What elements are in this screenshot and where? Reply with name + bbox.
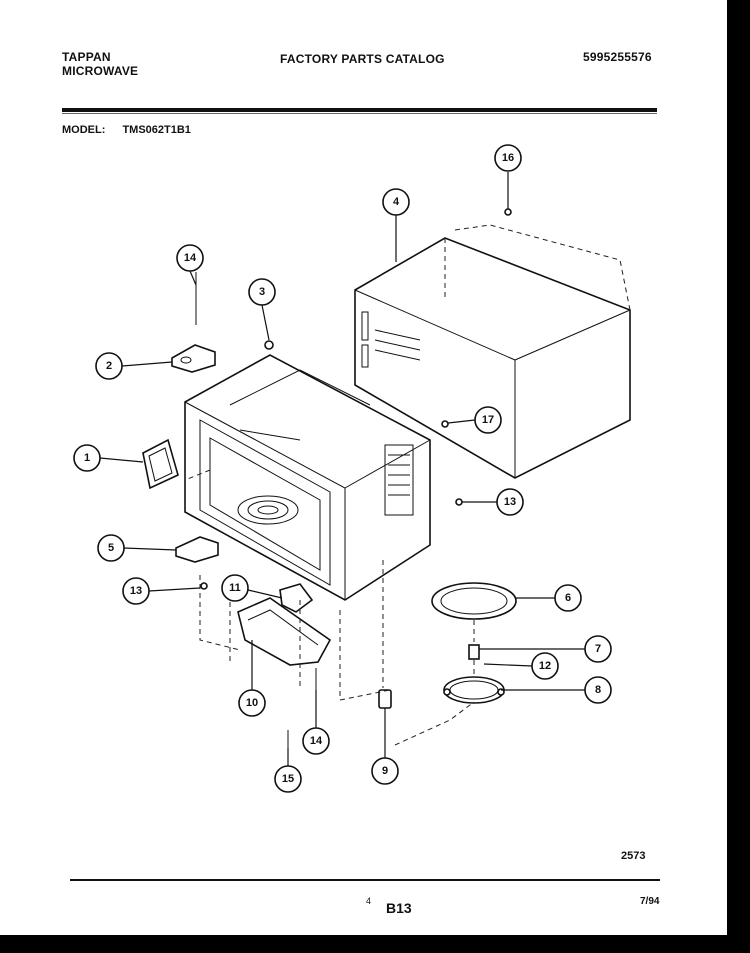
motor-assembly (279, 583, 314, 613)
callout-leaders (99, 172, 585, 766)
page-frame-bottom (0, 935, 750, 953)
callout-5: 5 (97, 534, 125, 562)
callout-13-right: 13 (496, 488, 524, 516)
catalog-title: FACTORY PARTS CATALOG (280, 52, 445, 66)
header-rule-thin (62, 113, 657, 114)
callout-15-label: 15 (282, 773, 294, 785)
callout-10: 10 (238, 689, 266, 717)
callout-8-label: 8 (595, 684, 601, 696)
callout-7: 7 (584, 635, 612, 663)
callout-17: 17 (474, 406, 502, 434)
callout-13-right-label: 13 (504, 496, 516, 508)
callout-16: 16 (494, 144, 522, 172)
callout-6-label: 6 (565, 592, 571, 604)
callout-13-left: 13 (122, 577, 150, 605)
brand-block: TAPPAN MICROWAVE (62, 50, 138, 78)
waveguide-cover (142, 438, 179, 490)
product-type: MICROWAVE (62, 64, 139, 78)
callout-14-bottom-label: 14 (310, 735, 323, 747)
callout-1: 1 (73, 444, 101, 472)
callout-1-label: 1 (84, 452, 90, 464)
callout-7-label: 7 (595, 643, 601, 655)
callout-14-top-label: 14 (184, 252, 197, 264)
callout-8: 8 (584, 676, 612, 704)
model-line: MODEL: TMS062T1B1 (62, 124, 205, 136)
callout-9: 9 (371, 757, 399, 785)
callout-4: 4 (382, 188, 410, 216)
assembly-lines (184, 224, 631, 746)
footer-rule (70, 879, 660, 881)
issue-date: 7/94 (640, 896, 660, 907)
base-tray (237, 597, 332, 666)
illustration-reference: 2573 (621, 850, 646, 862)
callout-2: 2 (95, 352, 123, 380)
screws (195, 208, 512, 748)
roller-ring (443, 676, 505, 704)
callout-3-label: 3 (259, 286, 265, 298)
model-number: TMS062T1B1 (122, 124, 191, 136)
glass-turntable (431, 582, 517, 620)
turntable-motor (378, 689, 392, 709)
callout-10-label: 10 (246, 697, 258, 709)
upper-hinge (171, 344, 216, 373)
catalog-number: 5995255576 (583, 50, 652, 64)
section-code: B13 (386, 900, 412, 916)
brand-name: TAPPAN (62, 50, 111, 64)
callout-14-top: 14 (176, 244, 204, 272)
callout-13-left-label: 13 (130, 585, 142, 597)
model-label: MODEL: (62, 124, 106, 136)
callout-15: 15 (274, 765, 302, 793)
callout-16-label: 16 (502, 152, 514, 164)
coupler (468, 644, 480, 660)
lower-hinge (175, 536, 219, 563)
callout-4-label: 4 (393, 196, 400, 208)
callout-17-label: 17 (482, 414, 494, 426)
callout-14-bottom: 14 (302, 727, 330, 755)
callout-11-label: 11 (229, 582, 241, 594)
page-number: 4 (366, 896, 372, 906)
callout-2-label: 2 (106, 360, 112, 372)
oven-chassis (184, 354, 431, 601)
callout-5-label: 5 (108, 542, 114, 554)
page-frame-right (727, 0, 750, 953)
callout-12: 12 (531, 652, 559, 680)
callout-9-label: 9 (382, 765, 388, 777)
callout-11: 11 (221, 574, 249, 602)
header-rule (62, 108, 657, 112)
callout-3: 3 (248, 278, 276, 306)
callout-6: 6 (554, 584, 582, 612)
callout-12-label: 12 (539, 660, 551, 672)
outer-cabinet (354, 237, 631, 479)
